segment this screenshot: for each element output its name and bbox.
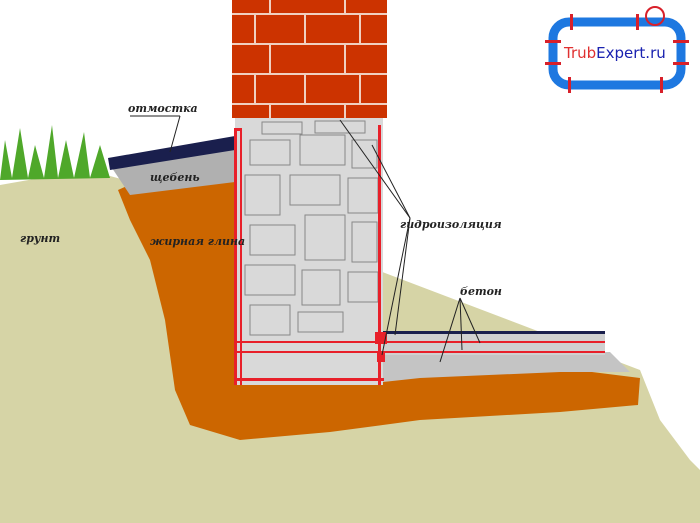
svg-text:TrubExpert.ru: TrubExpert.ru [563,44,666,62]
floor-waterproofing-2 [383,351,605,353]
label-gravel: щебень [150,171,200,184]
logo-text-expert: Expert.ru [596,44,666,62]
label-waterproofing: гидроизоляция [400,218,502,231]
label-otmostka: отмостка [128,102,198,115]
leader-lines [130,115,481,363]
clay-region [118,180,640,440]
logo-text-trub: Trub [563,44,596,62]
brick-mortar [232,0,387,118]
concrete-floor [383,333,605,355]
label-clay: жирная глина [150,235,245,248]
grass [0,125,110,180]
waterproofing-lines [234,125,387,385]
gravel-under-otmostka [112,148,235,195]
valve-wheel-icon [645,6,665,26]
otmostka-slab [108,136,235,170]
trubexpert-logo: TrubExpert.ru [545,6,689,93]
label-soil: грунт [20,232,60,245]
label-concrete: бетон [460,285,502,298]
brick-wall [232,0,387,118]
stone-foundation [235,118,383,385]
gravel-under-floor [383,352,630,382]
floor-waterproofing-1 [383,341,605,343]
floor-top-line [383,331,605,334]
